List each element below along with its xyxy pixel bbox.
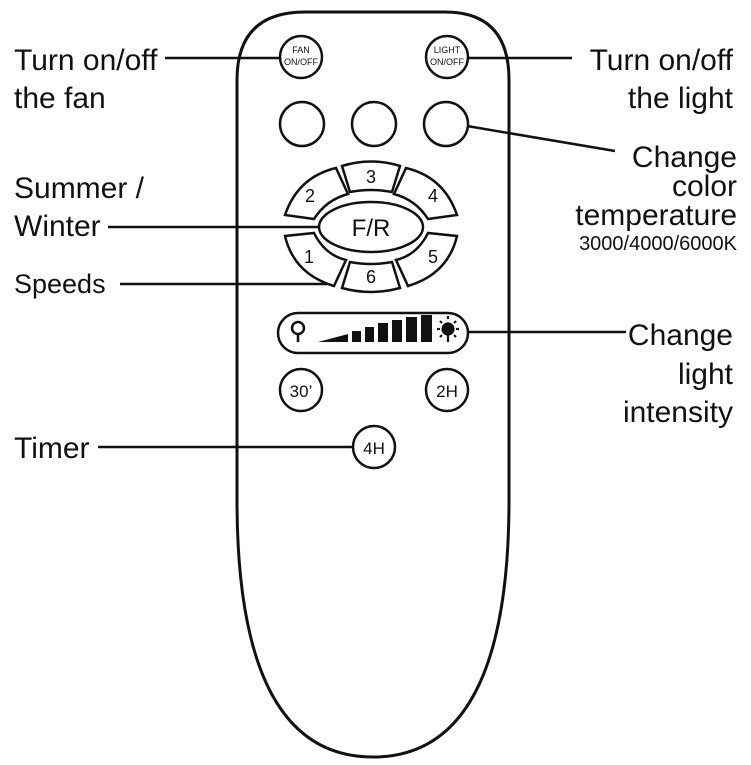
speed-button-2[interactable]: 2: [283, 166, 350, 221]
label-color-line1: Change: [632, 141, 737, 174]
speed-4-label: 4: [428, 186, 438, 206]
label-fan-line1: Turn on/off: [14, 44, 158, 77]
speed-button-1[interactable]: 1: [283, 231, 348, 288]
bulb-on-icon: [437, 316, 459, 342]
color-button-1[interactable]: [278, 100, 326, 148]
label-summer-line2: Winter: [14, 210, 101, 243]
label-fan-line2: the fan: [14, 82, 106, 115]
color-button-3[interactable]: [422, 100, 470, 148]
speed-6-label: 6: [366, 267, 376, 287]
label-color-line3: temperature: [575, 199, 737, 232]
light-button-sub: ON/OFF: [430, 57, 464, 67]
label-intensity-line2: light: [678, 358, 734, 391]
timer-30-button[interactable]: 30’: [278, 367, 324, 413]
timer-2h-button[interactable]: 2H: [424, 367, 470, 413]
timer-2h-label: 2H: [436, 382, 458, 401]
speed-2-label: 2: [305, 186, 315, 206]
timer-30-label: 30’: [290, 382, 313, 401]
color-button-2[interactable]: [350, 100, 398, 148]
light-on-off-button[interactable]: LIGHT ON/OFF: [424, 34, 470, 80]
speed-5-label: 5: [428, 247, 438, 267]
fan-on-off-button[interactable]: FAN ON/OFF: [278, 34, 324, 80]
speed-button-3[interactable]: 3: [340, 160, 402, 194]
speed-1-label: 1: [304, 247, 314, 267]
leader-color: [466, 124, 616, 153]
speed-button-5[interactable]: 5: [394, 231, 459, 288]
timer-4h-label: 4H: [363, 439, 385, 458]
bulb-off-icon: [290, 320, 306, 342]
label-light-line2: the light: [628, 82, 734, 115]
fr-label: F/R: [352, 215, 391, 242]
label-speeds: Speeds: [14, 269, 106, 299]
speed-button-6[interactable]: 6: [340, 260, 402, 294]
fan-button-label: FAN: [292, 45, 310, 55]
label-color-line4: 3000/4000/6000K: [579, 233, 738, 255]
label-timer: Timer: [14, 432, 90, 465]
speed-3-label: 3: [366, 167, 376, 187]
label-light-line1: Turn on/off: [590, 44, 734, 77]
label-color-line2: color: [672, 170, 737, 203]
timer-4h-button[interactable]: 4H: [351, 424, 397, 470]
label-intensity-line3: intensity: [623, 396, 733, 429]
brightness-bars: [318, 315, 432, 342]
label-intensity-line1: Change: [628, 319, 733, 352]
label-summer-line1: Summer /: [14, 172, 145, 205]
forward-reverse-button[interactable]: F/R: [317, 200, 425, 254]
speed-button-4[interactable]: 4: [392, 166, 459, 221]
light-button-label: LIGHT: [434, 45, 461, 55]
light-intensity-slider[interactable]: [276, 311, 470, 355]
fan-button-sub: ON/OFF: [284, 57, 318, 67]
